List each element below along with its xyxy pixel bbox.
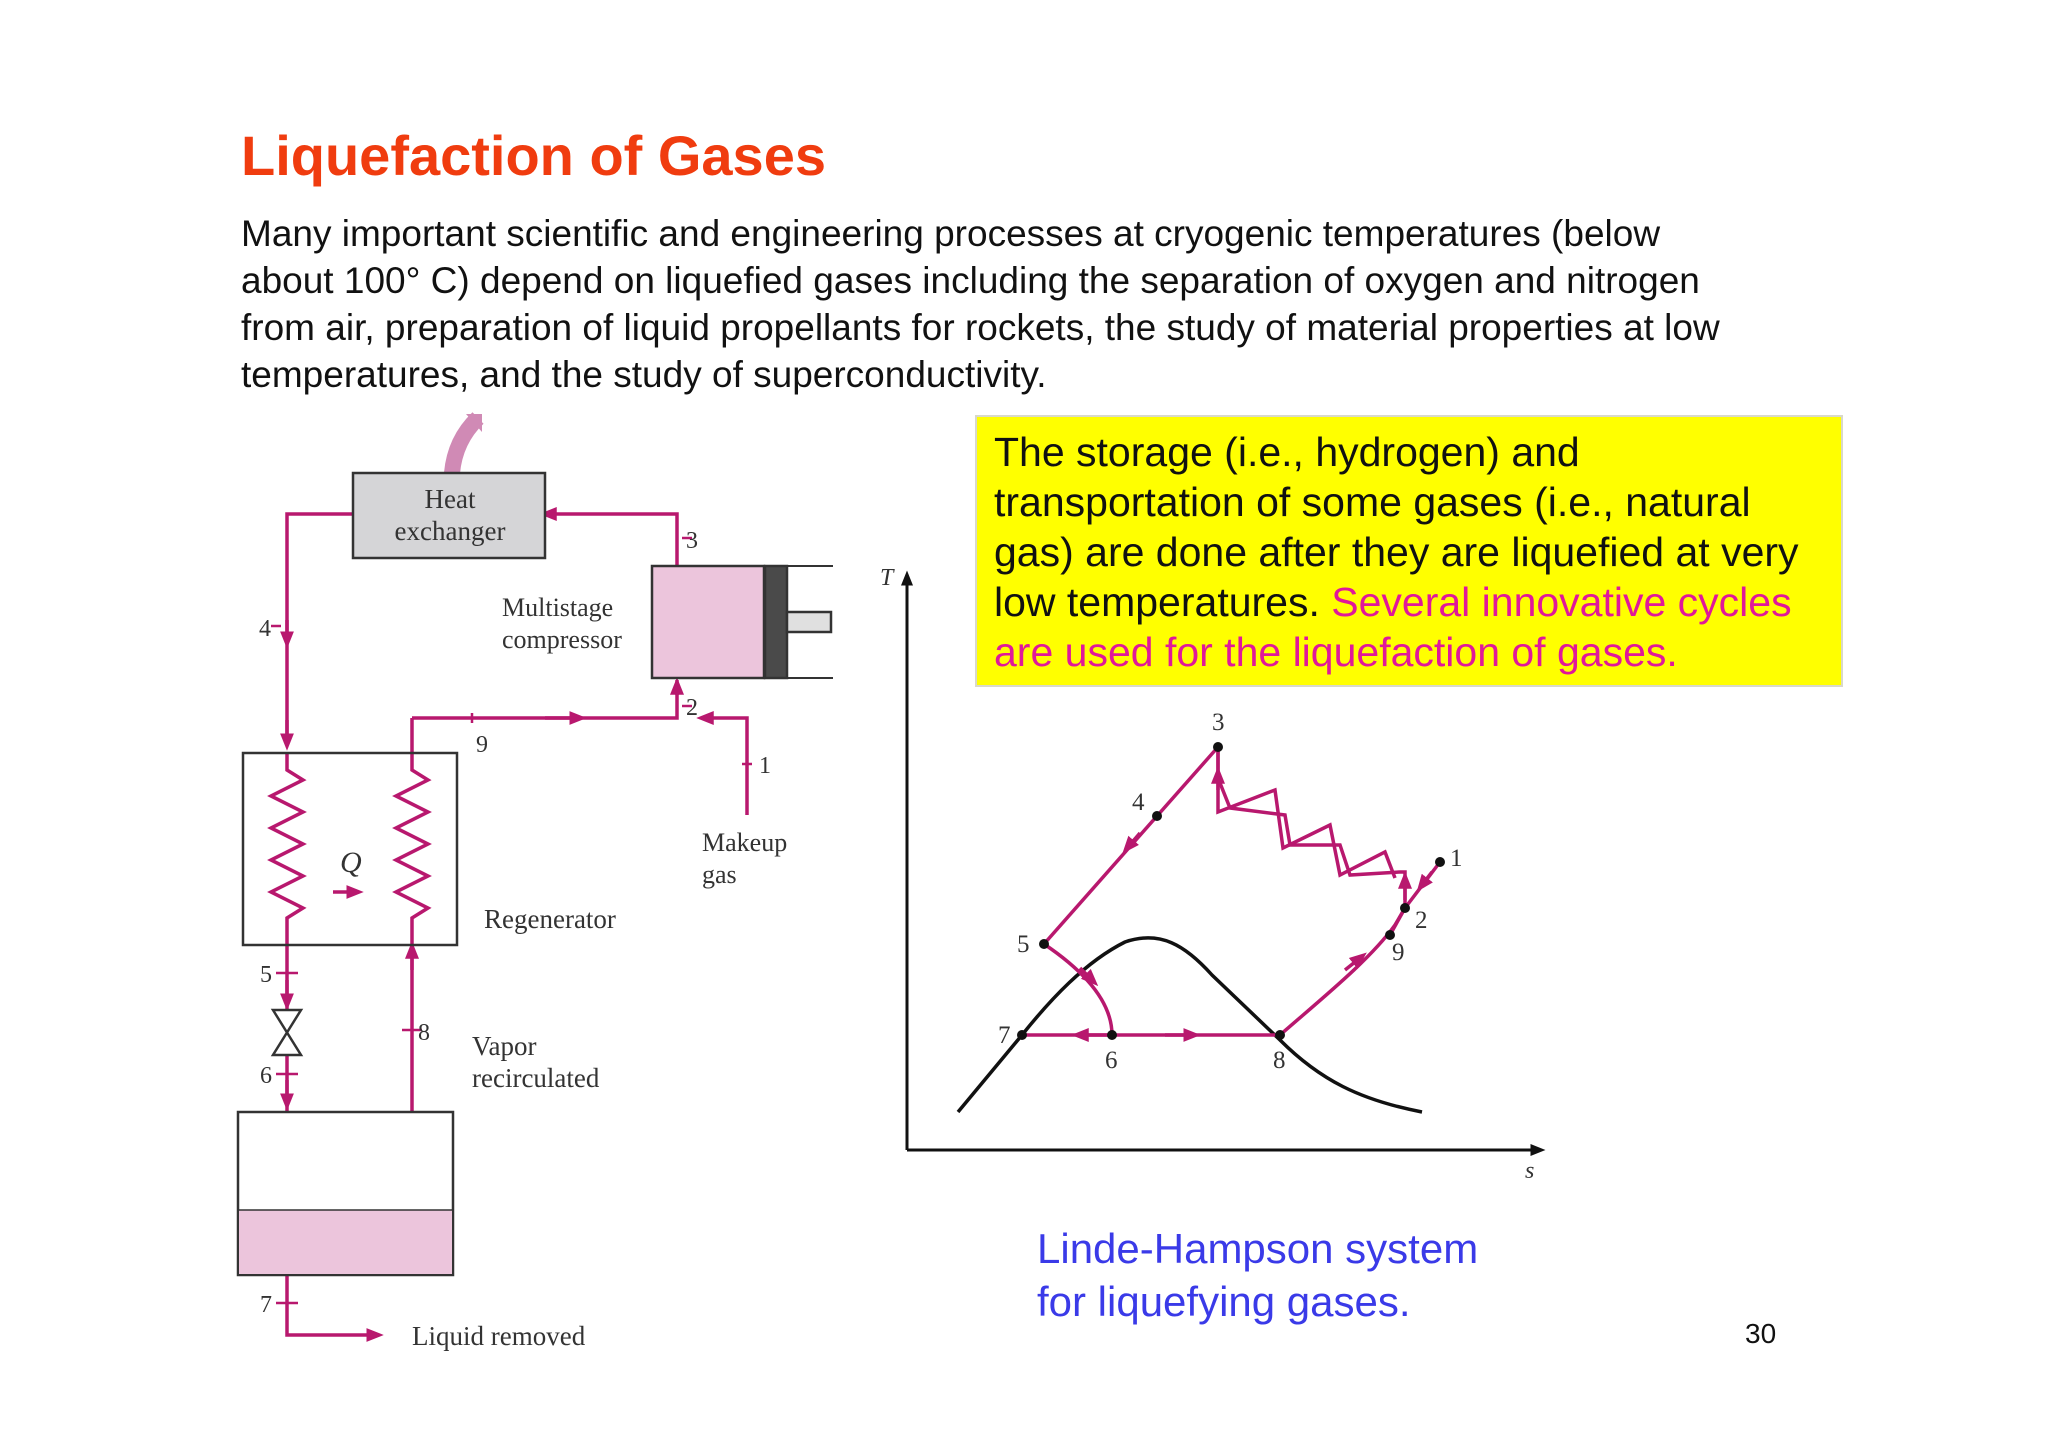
state-label: 9 [476,732,488,758]
vapor-label: recirculated [472,1063,600,1093]
note-text: low temperatures. [994,579,1332,625]
highlight-note-box: The storage (i.e., hydrogen) and transpo… [975,415,1843,687]
state-label: 7 [260,1292,272,1318]
makeup-gas-label: Makeup [702,828,787,857]
throttle-valve [270,1008,304,1057]
cold-coil [392,718,432,945]
hot-coil [267,753,307,945]
caption-line: Linde-Hampson system [1037,1225,1479,1272]
slide-title: Liquefaction of Gases [241,124,826,187]
note-line: gas) are done after they are liquefied a… [994,529,1799,575]
linde-hampson-schematic [267,412,749,1342]
compressor-label: Multistage [502,593,613,622]
heat-exchanger-box [351,471,547,560]
ts-diagram: T s 1 2 3 4 5 6 7 8 9 [880,565,1546,1184]
state-points [1017,742,1445,1040]
flow-line-4 [285,512,353,745]
compressor-label: compressor [502,625,622,654]
state-label: 6 [260,1063,272,1089]
point-label: 9 [1392,939,1405,966]
intro-line: about 100° C) depend on liquefied gases … [241,260,1700,301]
flow-line-7 [285,1275,384,1342]
schematic-labels: Heat exchanger Multistage compressor Mak… [259,484,787,1351]
heat-exchanger-label: Heat [425,484,476,514]
caption-line: for liquefying gases. [1037,1278,1411,1325]
state-label: 3 [686,528,698,554]
t-axis-label: T [880,565,895,591]
intro-paragraph: Many important scientific and engineerin… [241,210,1861,398]
piston-rod [785,610,833,634]
intro-line: temperatures, and the study of supercond… [241,354,1047,395]
compression-sawtooth [1216,747,1397,879]
state-label: 4 [259,616,271,642]
point-label: 8 [1273,1047,1286,1074]
ts-labels: T s 1 2 3 4 5 6 7 8 9 [880,565,1534,1184]
state-label: 2 [686,695,698,721]
note-highlight-text: Several innovative cycles [1331,579,1792,625]
point-label: 2 [1415,907,1428,934]
regenerator-box [241,751,459,947]
page-number: 30 [1745,1318,1777,1349]
vapor-label: Vapor [472,1031,536,1061]
makeup-gas-line [696,711,749,815]
point-label: 1 [1450,845,1463,872]
point-label: 3 [1212,709,1225,736]
intro-line: from air, preparation of liquid propella… [241,307,1720,348]
flow-line-9 [412,680,679,720]
liquid-removed-label: Liquid removed [412,1321,586,1351]
figure-caption: Linde-Hampson system for liquefying gase… [1037,1222,1478,1328]
note-line: low temperatures. Several innovative cyc… [994,577,1825,627]
heat-rejection-arrow [444,412,484,474]
compressor-body [650,564,766,680]
point-label: 4 [1132,789,1145,816]
note-line: transportation of some gases (i.e., natu… [994,479,1751,525]
compressor-piston [763,564,789,680]
saturation-dome [956,936,1423,1114]
liquid-level [239,1210,452,1274]
makeup-gas-label: gas [702,860,737,889]
heat-symbol: Q [340,846,362,879]
state-label: 5 [260,962,272,988]
flow-line-3 [539,507,679,566]
regenerator-label: Regenerator [484,904,616,934]
note-line: The storage (i.e., hydrogen) and [994,429,1580,475]
equipment [236,471,833,1305]
state-label: 8 [418,1020,430,1046]
note-highlight-line: are used for the liquefaction of gases. [994,629,1678,675]
point-label: 5 [1017,931,1030,958]
point-label: 7 [998,1022,1011,1049]
point-label: 6 [1105,1047,1118,1074]
intro-line: Many important scientific and engineerin… [241,213,1661,254]
heat-exchanger-label: exchanger [395,516,506,546]
s-axis-label: s [1525,1158,1534,1184]
state-label: 1 [759,753,771,779]
